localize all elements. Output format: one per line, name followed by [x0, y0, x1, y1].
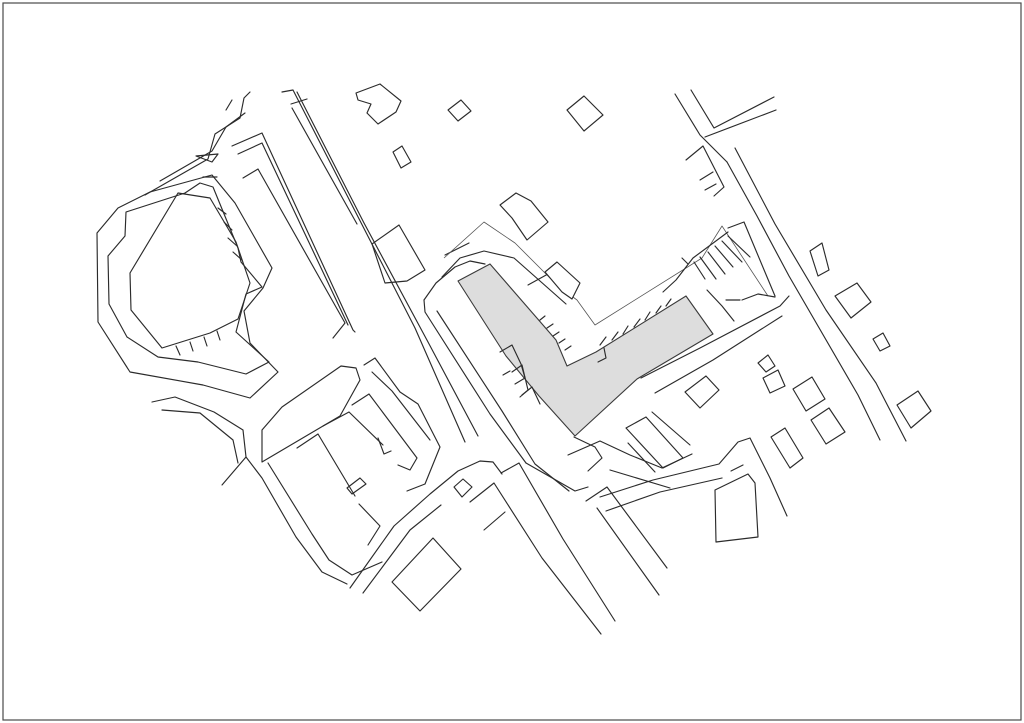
building-mid-1	[499, 192, 549, 241]
building-lower-left	[391, 537, 462, 612]
building-top-2	[447, 99, 472, 122]
building-cluster-2	[757, 354, 776, 373]
building-mid-2	[544, 261, 581, 300]
central-roads	[423, 250, 589, 492]
building-cluster-6	[770, 427, 804, 469]
building-right-3	[872, 332, 891, 352]
main-road	[231, 89, 479, 443]
building-lower-right	[714, 473, 759, 543]
lower-right-block	[567, 411, 788, 543]
lower-left-block	[151, 357, 441, 585]
octagon-block	[96, 174, 279, 399]
highlighted-building	[457, 263, 714, 437]
l-shaped-building	[457, 263, 714, 437]
building-top-4	[392, 145, 412, 169]
building-right-4	[896, 390, 932, 429]
building-right-2	[834, 282, 872, 319]
small-buildings	[355, 83, 932, 469]
building-cluster-4	[792, 376, 826, 412]
right-road	[573, 89, 907, 472]
building-cluster-5	[810, 407, 846, 445]
building-top-1	[355, 83, 402, 125]
upper-left-roads	[144, 91, 251, 196]
building-cluster-1	[684, 375, 720, 409]
building-right-1	[809, 242, 830, 277]
building-top-3	[566, 95, 604, 132]
building-cluster-3	[762, 369, 786, 394]
lower-road	[349, 460, 668, 635]
